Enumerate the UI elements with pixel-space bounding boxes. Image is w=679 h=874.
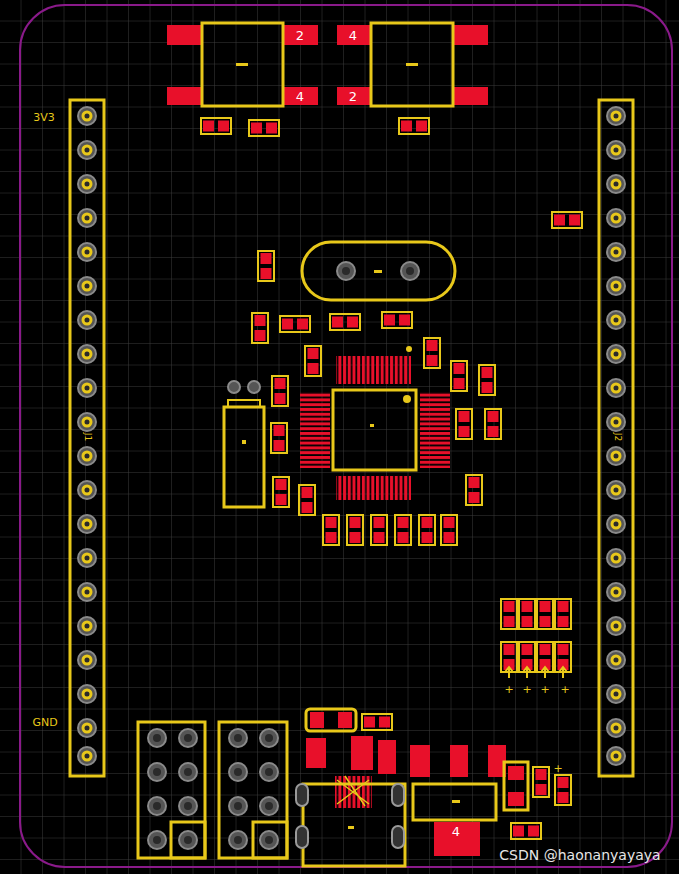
passives bbox=[201, 118, 582, 545]
polarity-mark: + bbox=[522, 684, 531, 695]
polarity-mark: + bbox=[504, 684, 513, 695]
led-array bbox=[501, 599, 571, 678]
pad-number: 2 bbox=[296, 29, 304, 42]
pad-number: 4 bbox=[349, 29, 357, 42]
header-right bbox=[599, 100, 633, 776]
polarity-mark: + bbox=[540, 684, 549, 695]
polarity-mark: + bbox=[553, 763, 562, 774]
holes-columns bbox=[78, 107, 625, 765]
header-left bbox=[70, 100, 104, 776]
pad-number: 2 bbox=[349, 90, 357, 103]
board-outline bbox=[20, 5, 672, 867]
regulator-left bbox=[224, 381, 264, 507]
crystal bbox=[302, 242, 455, 300]
usb-power bbox=[296, 709, 571, 866]
net-label: GND bbox=[32, 717, 57, 728]
designator: J1 bbox=[83, 433, 92, 441]
designator: J2 bbox=[613, 433, 622, 441]
mcu-lqfp bbox=[300, 346, 450, 500]
pad-number: 4 bbox=[452, 825, 460, 838]
tact-switches bbox=[167, 23, 488, 106]
pad-number: 4 bbox=[296, 90, 304, 103]
box-headers bbox=[138, 722, 287, 858]
watermark: CSDN @haonanyayaya bbox=[499, 848, 660, 862]
polarity-mark: + bbox=[560, 684, 569, 695]
net-label: 3V3 bbox=[33, 112, 55, 123]
